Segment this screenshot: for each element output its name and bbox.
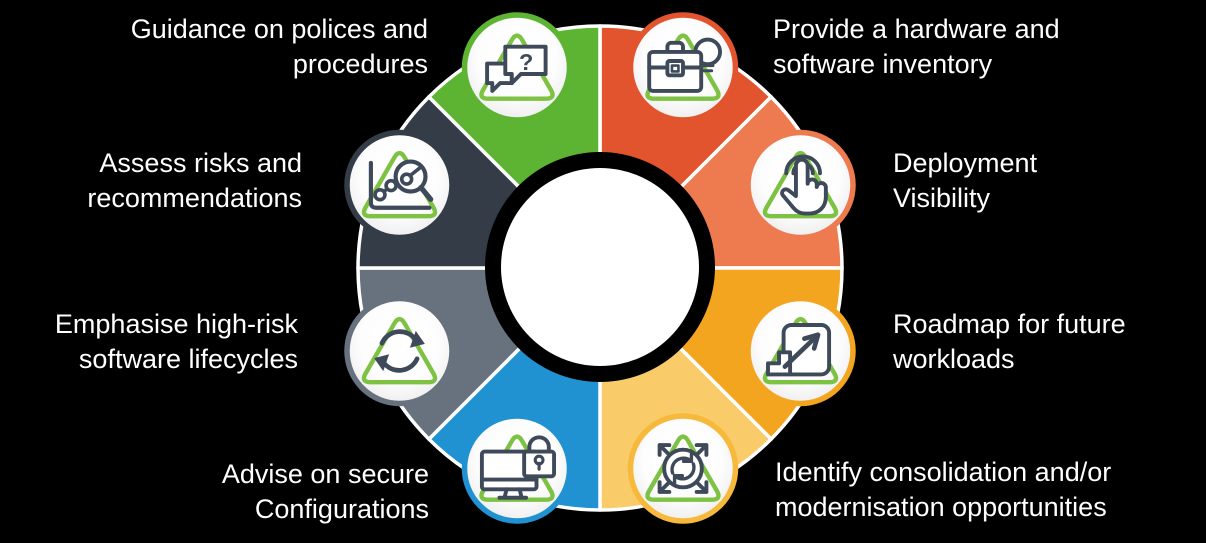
label-deployment-visibility: Deployment Visibility bbox=[893, 146, 1037, 216]
triangle-outline bbox=[762, 316, 839, 385]
sync-arrows-icon bbox=[361, 316, 438, 385]
triangle-outline bbox=[361, 150, 438, 219]
monitor-lock-icon bbox=[479, 434, 556, 502]
growth-arrow-icon bbox=[762, 316, 839, 385]
label-secure-configurations: Advise on secure Configurations bbox=[222, 457, 429, 527]
triangle-outline bbox=[645, 33, 721, 101]
triangle-outline bbox=[762, 150, 839, 219]
label-line: Assess risks and bbox=[99, 148, 302, 178]
briefcase-lightbulb-icon bbox=[645, 33, 722, 101]
label-line: Configurations bbox=[254, 494, 429, 524]
triangle-outline bbox=[479, 434, 555, 502]
label-line: Guidance on polices and bbox=[130, 14, 428, 44]
label-line: Provide a hardware and bbox=[773, 14, 1060, 44]
label-line: modernisation opportunities bbox=[775, 492, 1107, 522]
label-line: Deployment bbox=[893, 148, 1038, 178]
label-line: workloads bbox=[893, 344, 1015, 374]
label-software-lifecycles: Emphasise high-risk software lifecycles bbox=[55, 307, 298, 377]
label-roadmap-future-workloads: Roadmap for future workloads bbox=[893, 307, 1126, 377]
question-mark-glyph: ? bbox=[519, 49, 533, 75]
label-assess-risks: Assess risks and recommendations bbox=[87, 146, 302, 216]
distribute-refresh-icon bbox=[645, 434, 721, 502]
label-line: software inventory bbox=[773, 49, 993, 79]
badge-software-lifecycles bbox=[344, 295, 455, 407]
label-line: software lifecycles bbox=[78, 344, 298, 374]
label-line: procedures bbox=[292, 49, 428, 79]
label-consolidation-modernisation: Identify consolidation and/or modernisat… bbox=[775, 455, 1111, 525]
label-line: Emphasise high-risk bbox=[54, 309, 298, 339]
triangle-outline bbox=[645, 434, 721, 502]
touch-gesture-icon bbox=[762, 150, 839, 219]
triangle-outline bbox=[361, 316, 438, 385]
chat-question-icon: ? bbox=[479, 33, 555, 101]
triangle-outline bbox=[479, 33, 555, 101]
label-line: recommendations bbox=[87, 183, 302, 213]
label-line: Roadmap for future bbox=[893, 309, 1126, 339]
label-hardware-software-inventory: Provide a hardware and software inventor… bbox=[773, 12, 1060, 82]
chart-magnifier-icon bbox=[361, 150, 438, 219]
label-line: Advise on secure bbox=[221, 459, 429, 489]
label-line: Identify consolidation and/or bbox=[775, 457, 1112, 487]
label-line: Visibility bbox=[893, 183, 991, 213]
hub-center bbox=[501, 168, 699, 366]
label-guidance-policies: Guidance on polices and procedures bbox=[131, 12, 428, 82]
